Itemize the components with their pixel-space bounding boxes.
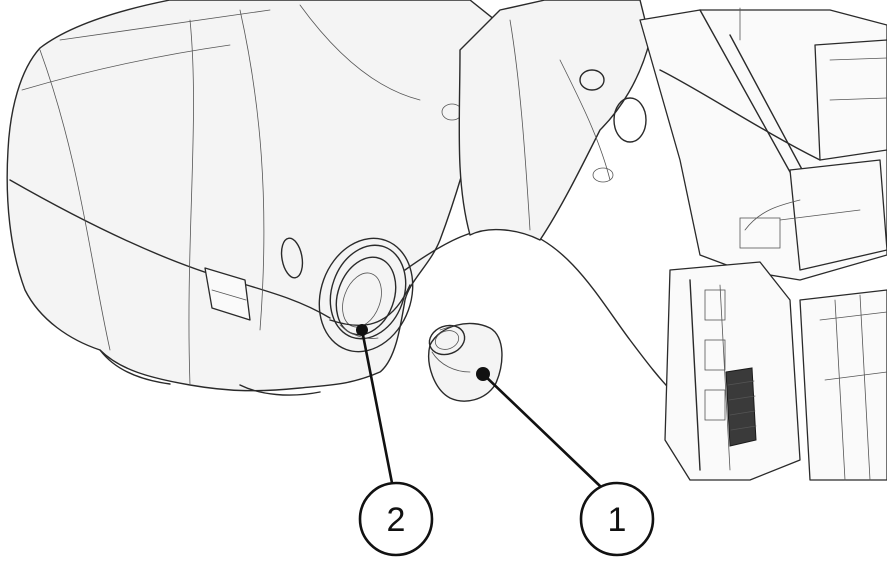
callout-1: 1: [579, 481, 655, 557]
protective-cap: [428, 322, 503, 402]
leader-dot-1: [476, 367, 490, 381]
cable: [329, 227, 681, 401]
electronics-panel: [664, 261, 887, 481]
handle-body: [458, 0, 651, 241]
callout-2-label: 2: [387, 501, 406, 539]
leader-line-2: [360, 328, 394, 485]
connector-socket: [318, 237, 414, 353]
battery-bay: [639, 7, 887, 281]
leader-dot-2: [356, 324, 368, 336]
device-housing: [6, 0, 521, 396]
callout-1-label: 1: [608, 501, 627, 539]
callout-2: 2: [358, 481, 434, 557]
leader-line-1: [481, 372, 602, 488]
